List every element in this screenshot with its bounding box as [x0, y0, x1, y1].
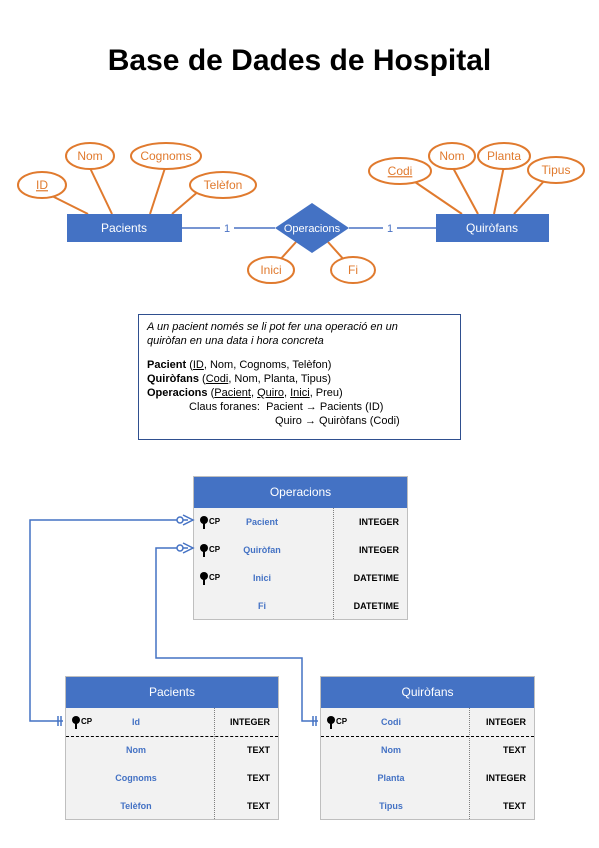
field-type: INTEGER	[229, 717, 270, 727]
page-title: Base de Dades de Hospital	[107, 44, 492, 77]
note-line-2: quiròfan en una data i hora concreta	[147, 335, 324, 347]
connector-line	[47, 193, 89, 215]
attribute-nom-q	[428, 142, 476, 170]
field-type: INTEGER	[485, 717, 526, 727]
schema-note: A un pacient només se li pot fer una ope…	[138, 314, 461, 440]
table-row: Tipus TEXT	[321, 792, 534, 820]
field-type: INTEGER	[358, 545, 399, 555]
field-name: Nom	[126, 745, 146, 755]
entity-pacients-label: Pacients	[101, 221, 147, 235]
relationship-operacions-label: Operacions	[284, 223, 341, 235]
field-type: INTEGER	[358, 517, 399, 527]
attribute-telefon-label: Telèfon	[204, 178, 243, 192]
attribute-nom	[65, 142, 115, 170]
attribute-nom-q-label: Nom	[439, 149, 464, 163]
attribute-cognoms	[130, 142, 202, 170]
key-icon	[200, 516, 208, 529]
table-row: CP Pacient INTEGER	[194, 508, 407, 536]
field-type: TEXT	[246, 801, 270, 811]
table-operacions-title: Operacions	[194, 477, 407, 508]
field-name: Planta	[377, 773, 405, 783]
table-row: CP Codi INTEGER	[321, 708, 534, 736]
schema-quirofans: Quiròfans (Codi, Nom, Planta, Tipus)	[147, 373, 332, 385]
attribute-planta	[477, 142, 531, 170]
connector-line	[513, 179, 546, 215]
key-icon	[327, 716, 335, 729]
attribute-inici-label: Inici	[260, 263, 281, 277]
attribute-cognoms-label: Cognoms	[140, 149, 191, 163]
attribute-tipus-label: Tipus	[542, 163, 571, 177]
field-type: TEXT	[246, 745, 270, 755]
attribute-telefon	[189, 171, 257, 199]
table-operacions: Operacions CP Pacient INTEGER CP Quiròfa…	[193, 476, 408, 620]
attribute-fi-label: Fi	[348, 263, 358, 277]
attribute-id	[17, 171, 67, 199]
table-pacients: Pacients CP Id INTEGER Nom TEXT Cognoms …	[65, 676, 279, 820]
attribute-inici	[247, 256, 295, 284]
er-diagram: 1 1 Pacients Quiròfans Operacions ID Nom…	[17, 142, 585, 284]
connector-line	[149, 167, 166, 215]
table-row: Nom TEXT	[66, 736, 278, 764]
table-row: CP Inici DATETIME	[194, 564, 407, 592]
table-row: Nom TEXT	[321, 736, 534, 764]
field-type: DATETIME	[353, 601, 399, 611]
connector-line	[451, 165, 479, 215]
field-type: TEXT	[246, 773, 270, 783]
attribute-id-label: ID	[36, 178, 48, 192]
attribute-codi-label: Codi	[388, 164, 413, 178]
note-line-1: A un pacient només se li pot fer una ope…	[147, 321, 398, 333]
connector-line	[171, 189, 201, 215]
field-name: Quiròfan	[243, 545, 281, 555]
connector-line	[414, 181, 463, 215]
table-row: Planta INTEGER	[321, 764, 534, 792]
entity-quirofans-label: Quiròfans	[466, 221, 518, 235]
table-row: CP Id INTEGER	[66, 708, 278, 736]
attribute-fi	[330, 256, 376, 284]
field-name: Fi	[258, 601, 266, 611]
foreign-keys-1: Claus foranes: Pacient → Pacients (ID)	[189, 401, 384, 413]
connector-line	[493, 165, 505, 215]
cardinality-right: 1	[387, 223, 393, 235]
relationship-operacions	[275, 203, 349, 253]
field-name: Tipus	[379, 801, 403, 811]
table-row: Fi DATETIME	[194, 592, 407, 620]
connector-line	[89, 167, 113, 215]
entity-pacients	[67, 214, 182, 242]
foreign-keys-2: Quiro → Quiròfans (Codi)	[275, 415, 400, 427]
attribute-planta-label: Planta	[487, 149, 521, 163]
entity-quirofans	[436, 214, 549, 242]
field-name: Telèfon	[120, 801, 152, 811]
table-row: Cognoms TEXT	[66, 764, 278, 792]
attribute-codi	[368, 157, 432, 185]
table-quirofans: Quiròfans CP Codi INTEGER Nom TEXT Plant…	[320, 676, 535, 820]
field-type: DATETIME	[353, 573, 399, 583]
attribute-tipus	[527, 156, 585, 184]
cardinality-left: 1	[224, 223, 230, 235]
schema-operacions: Operacions (Pacient, Quiro, Inici, Preu)	[147, 387, 343, 399]
attribute-nom-label: Nom	[77, 149, 102, 163]
table-quirofans-title: Quiròfans	[321, 677, 534, 708]
field-name: Pacient	[245, 517, 278, 527]
field-name: Nom	[381, 745, 401, 755]
field-name: Inici	[252, 573, 271, 583]
field-name: Codi	[381, 717, 401, 727]
table-pacients-title: Pacients	[66, 677, 278, 708]
table-row: CP Quiròfan INTEGER	[194, 536, 407, 564]
field-type: TEXT	[502, 745, 526, 755]
field-type: INTEGER	[485, 773, 526, 783]
field-name: Id	[132, 717, 140, 727]
field-name: Cognoms	[115, 773, 157, 783]
table-row: Telèfon TEXT	[66, 792, 278, 820]
schema-pacient: Pacient (ID, Nom, Cognoms, Telèfon)	[147, 359, 332, 371]
field-type: TEXT	[502, 801, 526, 811]
